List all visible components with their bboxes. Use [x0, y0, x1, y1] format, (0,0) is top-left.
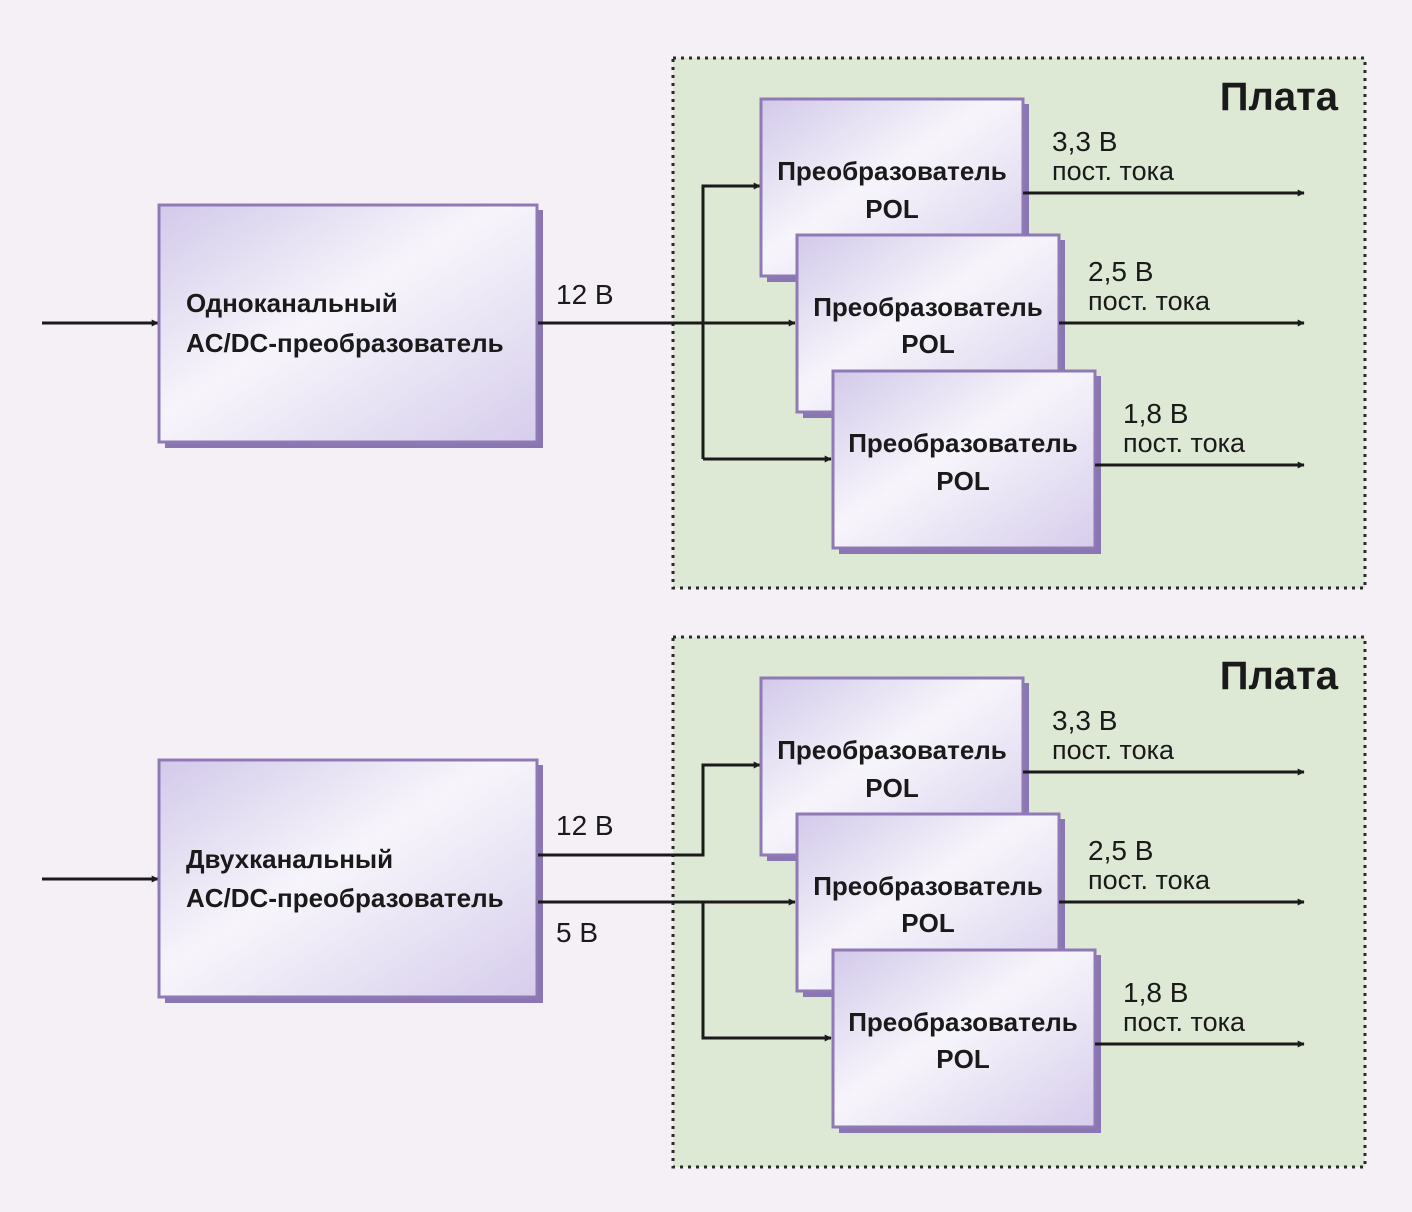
bus-line-12v: [538, 761, 761, 857]
pol-label-line2: POL: [936, 466, 990, 496]
source-label-line1: Одноканальный: [186, 288, 398, 318]
bus-branch-bottom: [701, 902, 832, 1042]
pol-label-line1: Преобразователь: [848, 428, 1078, 458]
pol-label-line1: Преобразователь: [848, 1007, 1078, 1037]
pol-label-line1: Преобразователь: [813, 871, 1043, 901]
pol-label-line2: POL: [865, 194, 919, 224]
output-voltage-label: 1,8 В: [1123, 398, 1188, 429]
pol-converter-box: Преобразователь POL: [831, 369, 1101, 554]
pol-label-line1: Преобразователь: [777, 156, 1007, 186]
board-title: Плата: [1220, 654, 1339, 698]
bus-voltage-label: 12 В: [556, 810, 614, 841]
pol-label-line2: POL: [865, 773, 919, 803]
output-voltage-label: 3,3 В: [1052, 126, 1117, 157]
output-type-label: пост. тока: [1123, 428, 1246, 458]
pol-label-line2: POL: [901, 908, 955, 938]
output-voltage-label: 1,8 В: [1123, 977, 1188, 1008]
bus-voltage-label: 5 В: [556, 917, 598, 948]
output-type-label: пост. тока: [1088, 286, 1211, 316]
pol-label-line1: Преобразователь: [813, 292, 1043, 322]
pol-label-line1: Преобразователь: [777, 735, 1007, 765]
source-label-line1: Двухканальный: [186, 844, 393, 874]
board-title: Плата: [1220, 75, 1339, 119]
output-voltage-label: 3,3 В: [1052, 705, 1117, 736]
pol-label-line2: POL: [901, 329, 955, 359]
output-voltage-label: 2,5 В: [1088, 835, 1153, 866]
output-voltage-label: 2,5 В: [1088, 256, 1153, 287]
output-type-label: пост. тока: [1123, 1007, 1246, 1037]
diagram-single-channel: Плата Одноканальный AC/DC-преобразовател…: [42, 56, 1367, 590]
source-label-line2: AC/DC-преобразователь: [186, 883, 504, 913]
bus-branch-top: [701, 182, 761, 459]
output-type-label: пост. тока: [1052, 735, 1175, 765]
diagram-dual-channel: Плата Двухканальный AC/DC-преобразовател…: [42, 635, 1367, 1169]
output-type-label: пост. тока: [1052, 156, 1175, 186]
output-type-label: пост. тока: [1088, 865, 1211, 895]
pol-converter-box: Преобразователь POL: [831, 948, 1101, 1133]
pol-label-line2: POL: [936, 1044, 990, 1074]
source-converter-box: Двухканальный AC/DC-преобразователь: [157, 758, 543, 1003]
source-converter-box: Одноканальный AC/DC-преобразователь: [157, 203, 543, 448]
source-label-line2: AC/DC-преобразователь: [186, 328, 504, 358]
bus-voltage-label: 12 В: [556, 279, 614, 310]
